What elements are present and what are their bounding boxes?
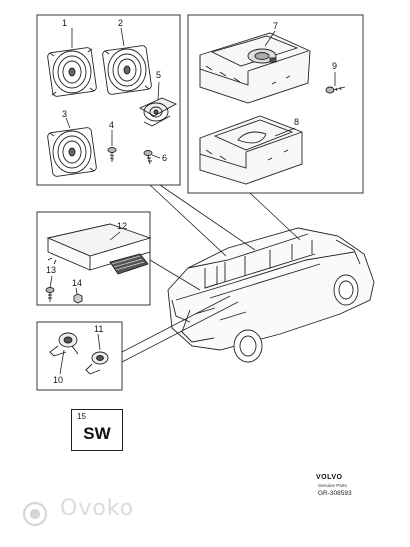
- tweeter-11-illustration: [85, 351, 109, 375]
- callout-6: 6: [162, 153, 168, 163]
- speaker-3-illustration: [47, 127, 97, 177]
- screw-6-illustration: [143, 150, 153, 165]
- callout-5: 5: [156, 70, 162, 80]
- callout-11: 11: [94, 324, 104, 334]
- tweeter-5-illustration: [139, 97, 178, 127]
- bolt-13-illustration: [45, 287, 55, 302]
- callout-15: 15: [77, 412, 86, 421]
- callout-12: 12: [117, 221, 128, 231]
- trim-panel-8-illustration: [199, 115, 303, 185]
- diagram-reference-code: GR-308593: [318, 490, 352, 497]
- screw-4-illustration: [107, 147, 117, 162]
- watermark-logo: [22, 501, 48, 527]
- speaker-1-illustration: [47, 47, 97, 97]
- software-panel: 15 SW: [71, 409, 123, 451]
- trim-panel-7-illustration: [199, 32, 311, 104]
- watermark-text: Ovoko: [60, 496, 135, 521]
- software-code-label: SW: [83, 424, 111, 443]
- tweeter-10-illustration: [49, 332, 79, 357]
- callout-13: 13: [46, 265, 57, 275]
- trim-panel-frame: [187, 14, 364, 194]
- brand-subtitle: Genuine Parts: [318, 483, 347, 488]
- screw-9-illustration: [325, 86, 346, 94]
- nut-14-illustration: [73, 293, 83, 304]
- amplifier-panel-frame: [36, 211, 151, 306]
- callout-9: 9: [332, 61, 338, 71]
- callout-4: 4: [109, 120, 115, 130]
- brand-logo-text: VOLVO: [316, 474, 343, 481]
- callout-1: 1: [62, 18, 68, 28]
- amplifier-12-illustration: [46, 223, 152, 275]
- tweeter-panel-frame: [36, 321, 123, 391]
- callout-2: 2: [118, 18, 124, 28]
- callout-8: 8: [294, 117, 300, 127]
- callout-14: 14: [72, 278, 83, 288]
- leader-lines: [49, 27, 336, 375]
- speaker-panel-frame: [36, 14, 181, 186]
- callout-3: 3: [62, 109, 68, 119]
- callout-10: 10: [53, 375, 64, 385]
- speaker-2-illustration: [102, 45, 152, 95]
- watermark: Ovoko: [22, 496, 182, 530]
- car-illustration: [167, 227, 375, 363]
- callout-7: 7: [273, 21, 279, 31]
